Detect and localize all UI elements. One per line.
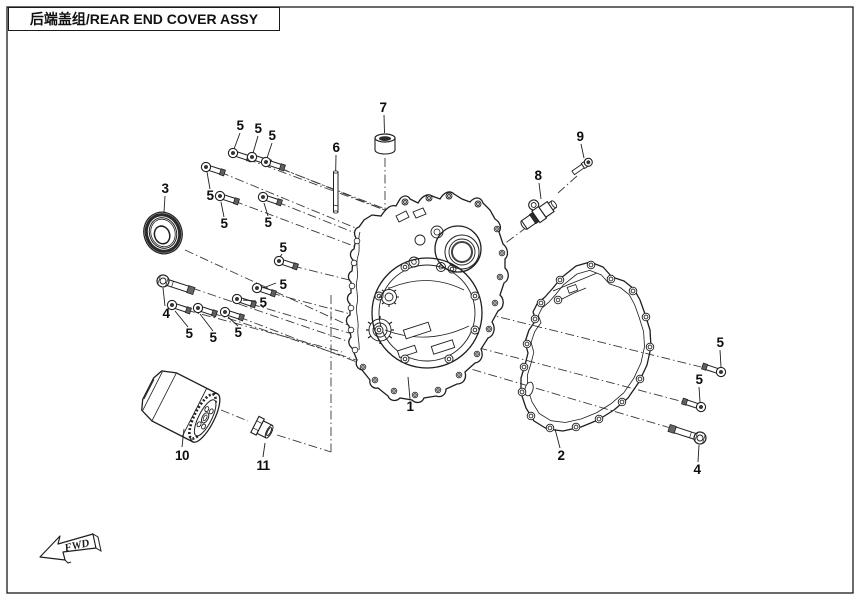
gear-detail [366, 287, 399, 344]
callout-leader-lines [162, 114, 722, 463]
fwd-direction-arrow: FWD [39, 532, 102, 564]
page-title: 后端盖组/REAR END COVER ASSY [29, 11, 259, 27]
cover-gasket [517, 260, 655, 433]
bushing [374, 133, 396, 155]
fwd-label: FWD [62, 537, 90, 555]
sensor [520, 199, 558, 230]
page-border [6, 6, 854, 594]
oil-seal [143, 211, 183, 255]
sensor-bolt [571, 157, 593, 176]
rear-end-cover [345, 191, 509, 404]
oil-filter-union [250, 415, 274, 439]
oil-filter [141, 370, 221, 443]
dowel-pin [333, 170, 339, 214]
title-box: 后端盖组/REAR END COVER ASSY [8, 7, 280, 31]
